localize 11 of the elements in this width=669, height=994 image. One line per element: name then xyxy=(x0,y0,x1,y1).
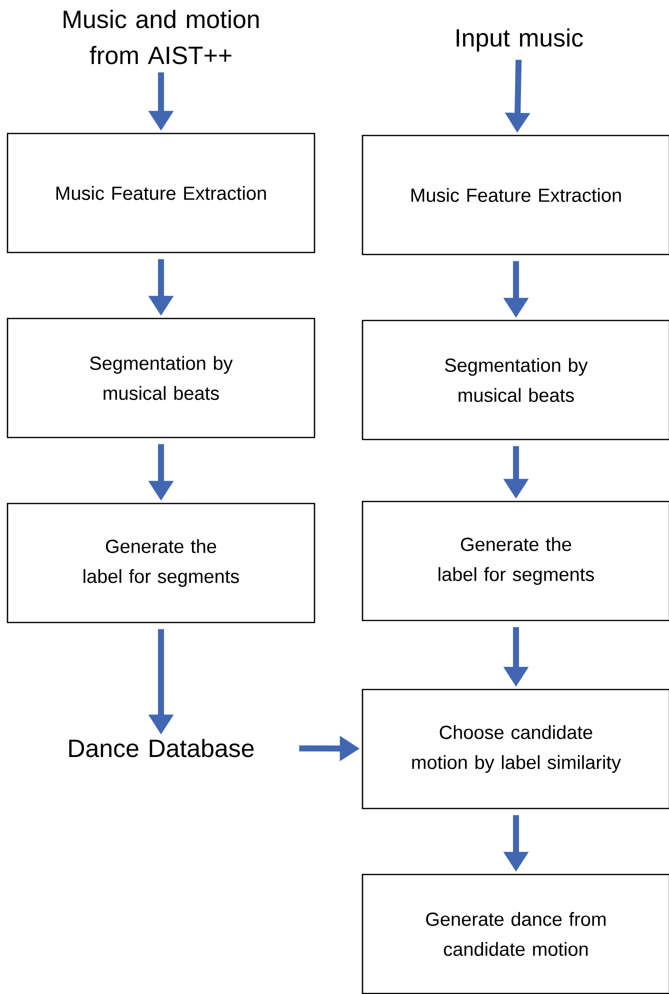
process-box: Generate the label for segments xyxy=(6,502,316,624)
process-box: Generate dance from candidate motion xyxy=(362,874,669,994)
process-box: Choose candidate motion by label similarity xyxy=(362,688,669,810)
bare-label: Input music xyxy=(456,28,583,52)
bare-label: Dance Database xyxy=(69,738,254,758)
process-box: Music Feature Extraction xyxy=(6,132,316,254)
process-box: Segmentation by musical beats xyxy=(362,320,669,440)
process-box: Segmentation by musical beats xyxy=(6,318,316,438)
bare-label: Music and motion from AIST++ xyxy=(64,10,259,64)
process-box: Music Feature Extraction xyxy=(362,134,669,256)
process-box: Generate the label for segments xyxy=(362,500,669,622)
